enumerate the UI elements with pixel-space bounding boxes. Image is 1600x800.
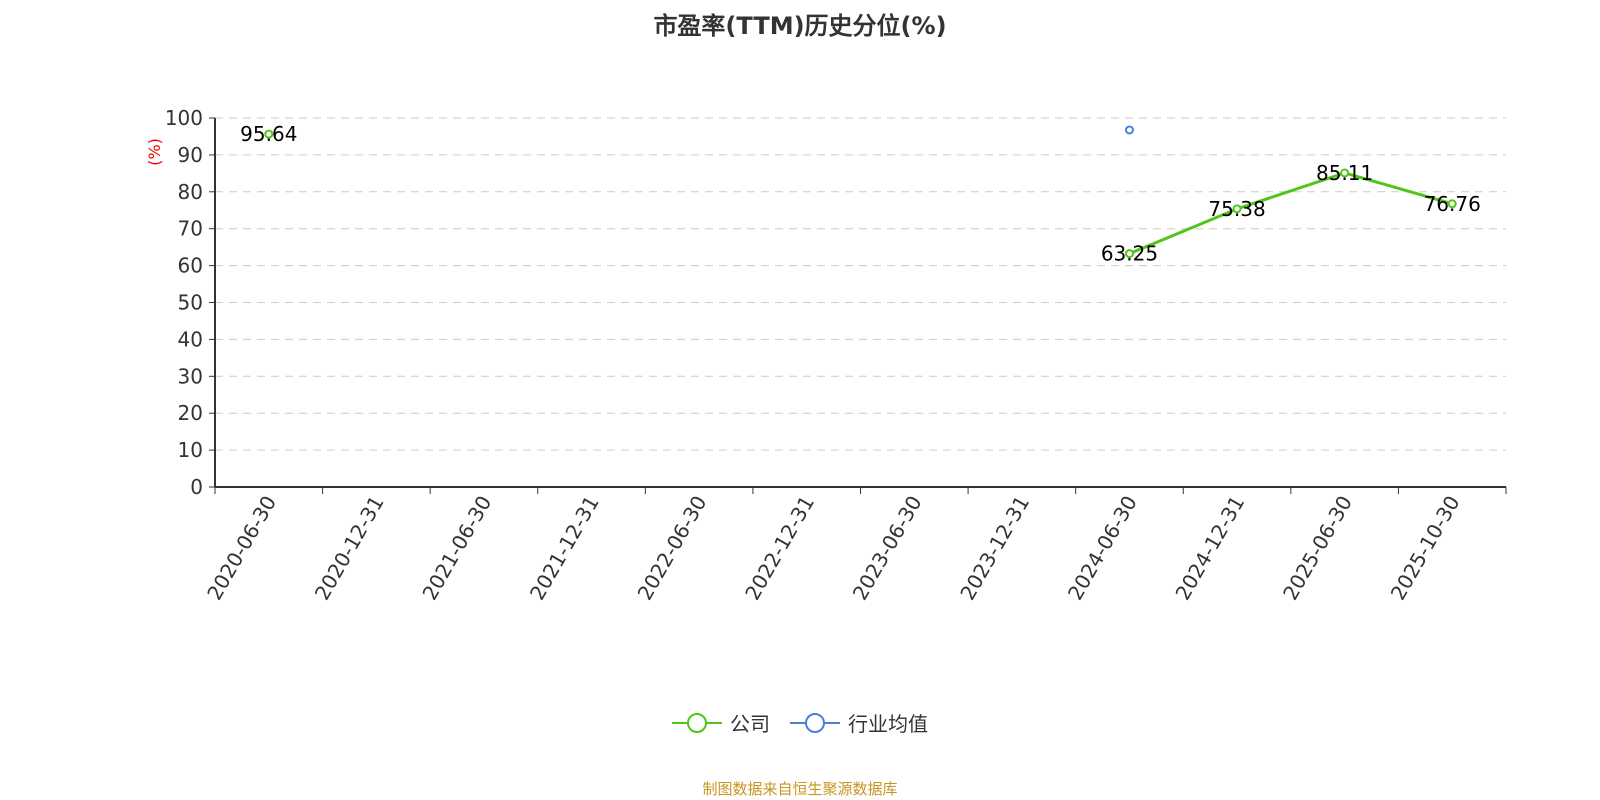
data-label: 85.11 — [1316, 161, 1373, 185]
data-point — [1124, 249, 1134, 259]
y-tick-label: 90 — [178, 143, 203, 167]
legend: 公司 行业均值 — [0, 708, 1600, 737]
y-tick-label: 70 — [178, 217, 203, 241]
data-label: 63.25 — [1101, 242, 1158, 266]
y-tick-label: 10 — [178, 438, 203, 462]
y-tick-label: 20 — [178, 401, 203, 425]
chart-title: 市盈率(TTM)历史分位(%) — [653, 12, 947, 40]
x-tick-label: 2020-12-31 — [310, 492, 389, 605]
source-note: 制图数据来自恒生聚源数据库 — [702, 780, 898, 798]
x-tick-label: 2025-10-30 — [1386, 492, 1465, 605]
x-tick-label: 2022-06-30 — [633, 492, 712, 605]
x-tick-label: 2024-06-30 — [1063, 492, 1142, 605]
y-tick-label: 80 — [178, 180, 203, 204]
y-tick-label: 50 — [178, 291, 203, 315]
data-point — [1124, 125, 1134, 135]
y-tick-label: 0 — [190, 475, 203, 499]
y-tick-label: 30 — [178, 364, 203, 388]
data-point — [1340, 168, 1350, 178]
data-point — [264, 129, 274, 139]
legend-item-industry[interactable]: 行业均值 — [790, 708, 928, 737]
y-tick-label: 40 — [178, 327, 203, 351]
x-tick-label: 2023-12-31 — [955, 492, 1034, 605]
x-tick-label: 2021-06-30 — [417, 492, 496, 605]
x-tick-label: 2020-06-30 — [202, 492, 281, 605]
x-tick-label: 2024-12-31 — [1170, 492, 1249, 605]
x-tick-label: 2025-06-30 — [1278, 492, 1357, 605]
x-tick-label: 2021-12-31 — [525, 492, 604, 605]
legend-item-company[interactable]: 公司 — [672, 708, 770, 737]
data-label: 95.64 — [240, 122, 297, 146]
data-point — [1232, 204, 1242, 214]
y-tick-label: 60 — [178, 254, 203, 278]
series-line — [1128, 171, 1453, 255]
x-tick-label: 2022-12-31 — [740, 492, 819, 605]
data-label: 75.38 — [1208, 197, 1265, 221]
data-point — [1447, 199, 1457, 209]
legend-company-icon — [672, 712, 722, 733]
y-tick-label: 100 — [165, 106, 203, 130]
x-tick-label: 2023-06-30 — [848, 492, 927, 605]
y-axis-label: (%) — [145, 138, 164, 166]
legend-industry-icon — [790, 712, 840, 733]
legend-label: 公司 — [730, 712, 770, 736]
legend-label: 行业均值 — [848, 712, 928, 736]
data-label: 76.76 — [1424, 192, 1481, 216]
